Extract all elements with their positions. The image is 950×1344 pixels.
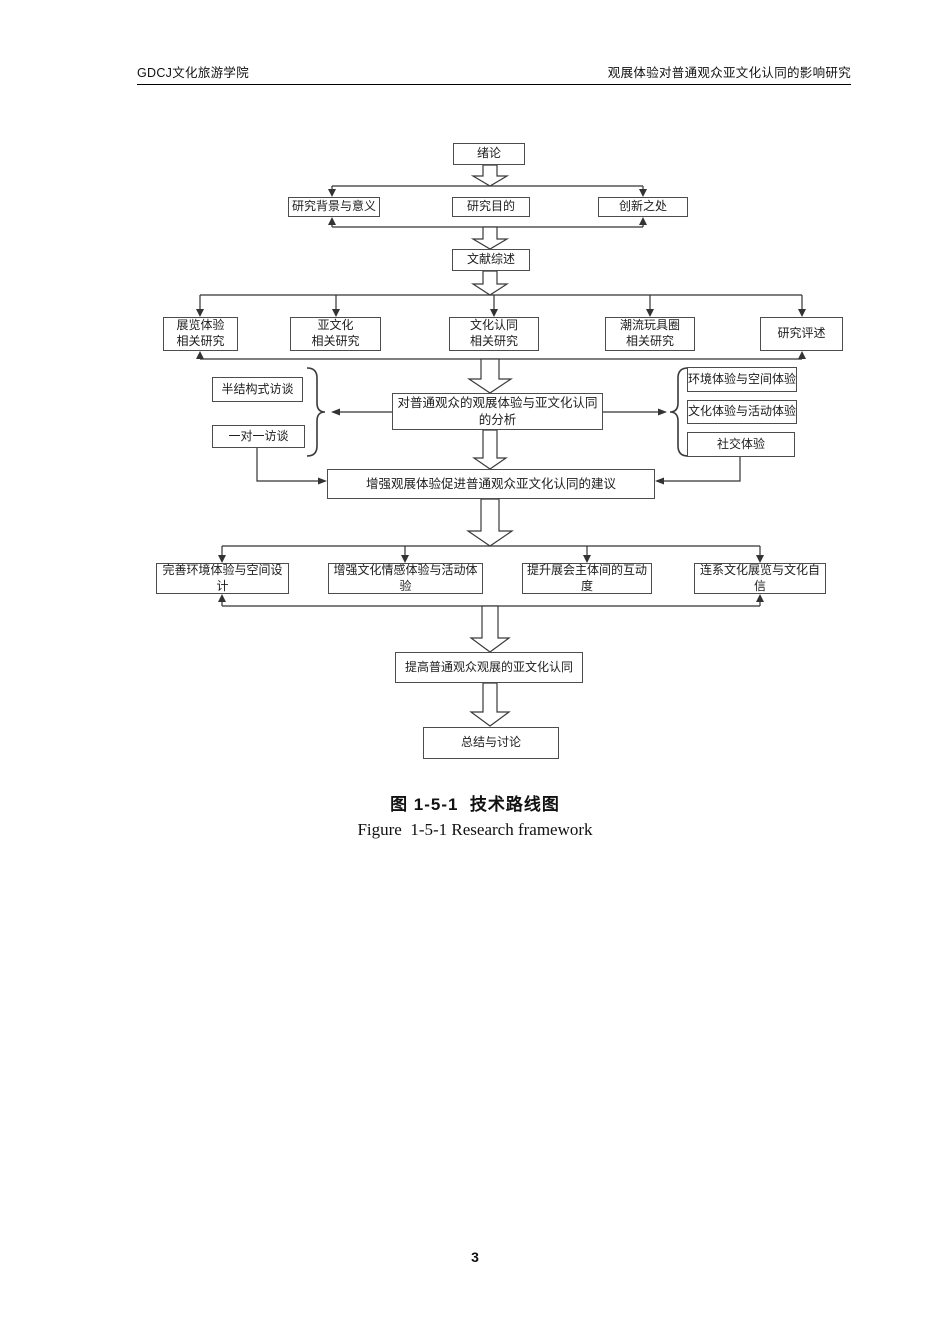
arrow-left-icon <box>655 477 664 485</box>
node-conclusion: 总结与讨论 <box>423 727 559 759</box>
arrow-down-icon <box>401 555 409 563</box>
node-exhibition-research: 展览体验 相关研究 <box>163 317 238 351</box>
arrow-up-icon <box>639 217 647 225</box>
arrow-down-icon <box>218 555 226 563</box>
arrow-down-icon <box>756 555 764 563</box>
block-arrow-down-icon <box>470 226 510 250</box>
node-emotion-experience: 增强文化情感体验与活动体验 <box>328 563 483 594</box>
node-research-purpose: 研究目的 <box>452 197 530 217</box>
node-identity-research: 文化认同 相关研究 <box>449 317 539 351</box>
arrow-up-icon <box>328 217 336 225</box>
arrow-down-icon <box>646 309 654 317</box>
header-thesis-title: 观展体验对普通观众亚文化认同的影响研究 <box>607 66 851 80</box>
figure-caption-en: Figure 1-5-1 Research framework <box>357 820 593 839</box>
arrow-down-icon <box>196 309 204 317</box>
block-arrow-down-icon <box>472 429 508 470</box>
node-environment-design: 完善环境体验与空间设计 <box>156 563 289 594</box>
node-intro: 绪论 <box>453 143 525 165</box>
node-environment-experience: 环境体验与空间体验 <box>687 367 797 392</box>
block-arrow-down-icon <box>470 164 510 187</box>
node-literature-review: 文献综述 <box>452 249 530 271</box>
node-innovation: 创新之处 <box>598 197 688 217</box>
left-brace-icon <box>669 367 689 457</box>
page-header: GDCJ文化旅游学院 观展体验对普通观众亚文化认同的影响研究 <box>137 62 851 85</box>
arrow-left-icon <box>331 408 340 416</box>
node-semi-structured-interview: 半结构式访谈 <box>212 377 303 402</box>
header-institution: GDCJ文化旅游学院 <box>137 66 250 80</box>
block-arrow-down-icon <box>467 358 513 394</box>
node-improve-identity: 提高普通观众观展的亚文化认同 <box>395 652 583 683</box>
node-subculture-research: 亚文化 相关研究 <box>290 317 381 351</box>
node-one-on-one-interview: 一对一访谈 <box>212 425 305 448</box>
block-arrow-down-icon <box>469 605 511 653</box>
right-brace-icon <box>306 367 326 457</box>
arrow-up-icon <box>756 594 764 602</box>
node-cultural-experience: 文化体验与活动体验 <box>687 400 797 424</box>
arrow-up-icon <box>798 351 806 359</box>
block-arrow-down-icon <box>470 270 510 296</box>
node-analysis: 对普通观众的观展体验与亚文化认同的分析 <box>392 393 603 430</box>
page-number: 3 <box>471 1249 479 1265</box>
node-culture-confidence: 连系文化展览与文化自信 <box>694 563 826 594</box>
node-suggestion: 增强观展体验促进普通观众亚文化认同的建议 <box>327 469 655 499</box>
block-arrow-down-icon <box>466 498 514 547</box>
node-research-review: 研究评述 <box>760 317 843 351</box>
arrow-down-icon <box>798 309 806 317</box>
arrow-up-icon <box>196 351 204 359</box>
arrow-down-icon <box>583 555 591 563</box>
node-interactivity: 提升展会主体间的互动度 <box>522 563 652 594</box>
arrow-down-icon <box>332 309 340 317</box>
arrow-down-icon <box>639 189 647 197</box>
node-trendy-toys-research: 潮流玩具圈 相关研究 <box>605 317 695 351</box>
arrow-right-icon <box>658 408 667 416</box>
figure-caption-zh: 图 1-5-1 技术路线图 <box>390 795 560 814</box>
arrow-up-icon <box>218 594 226 602</box>
block-arrow-down-icon <box>469 682 511 727</box>
arrow-down-icon <box>490 309 498 317</box>
arrow-right-icon <box>318 477 327 485</box>
node-research-background: 研究背景与意义 <box>288 197 380 217</box>
node-social-experience: 社交体验 <box>687 432 795 457</box>
arrow-down-icon <box>328 189 336 197</box>
